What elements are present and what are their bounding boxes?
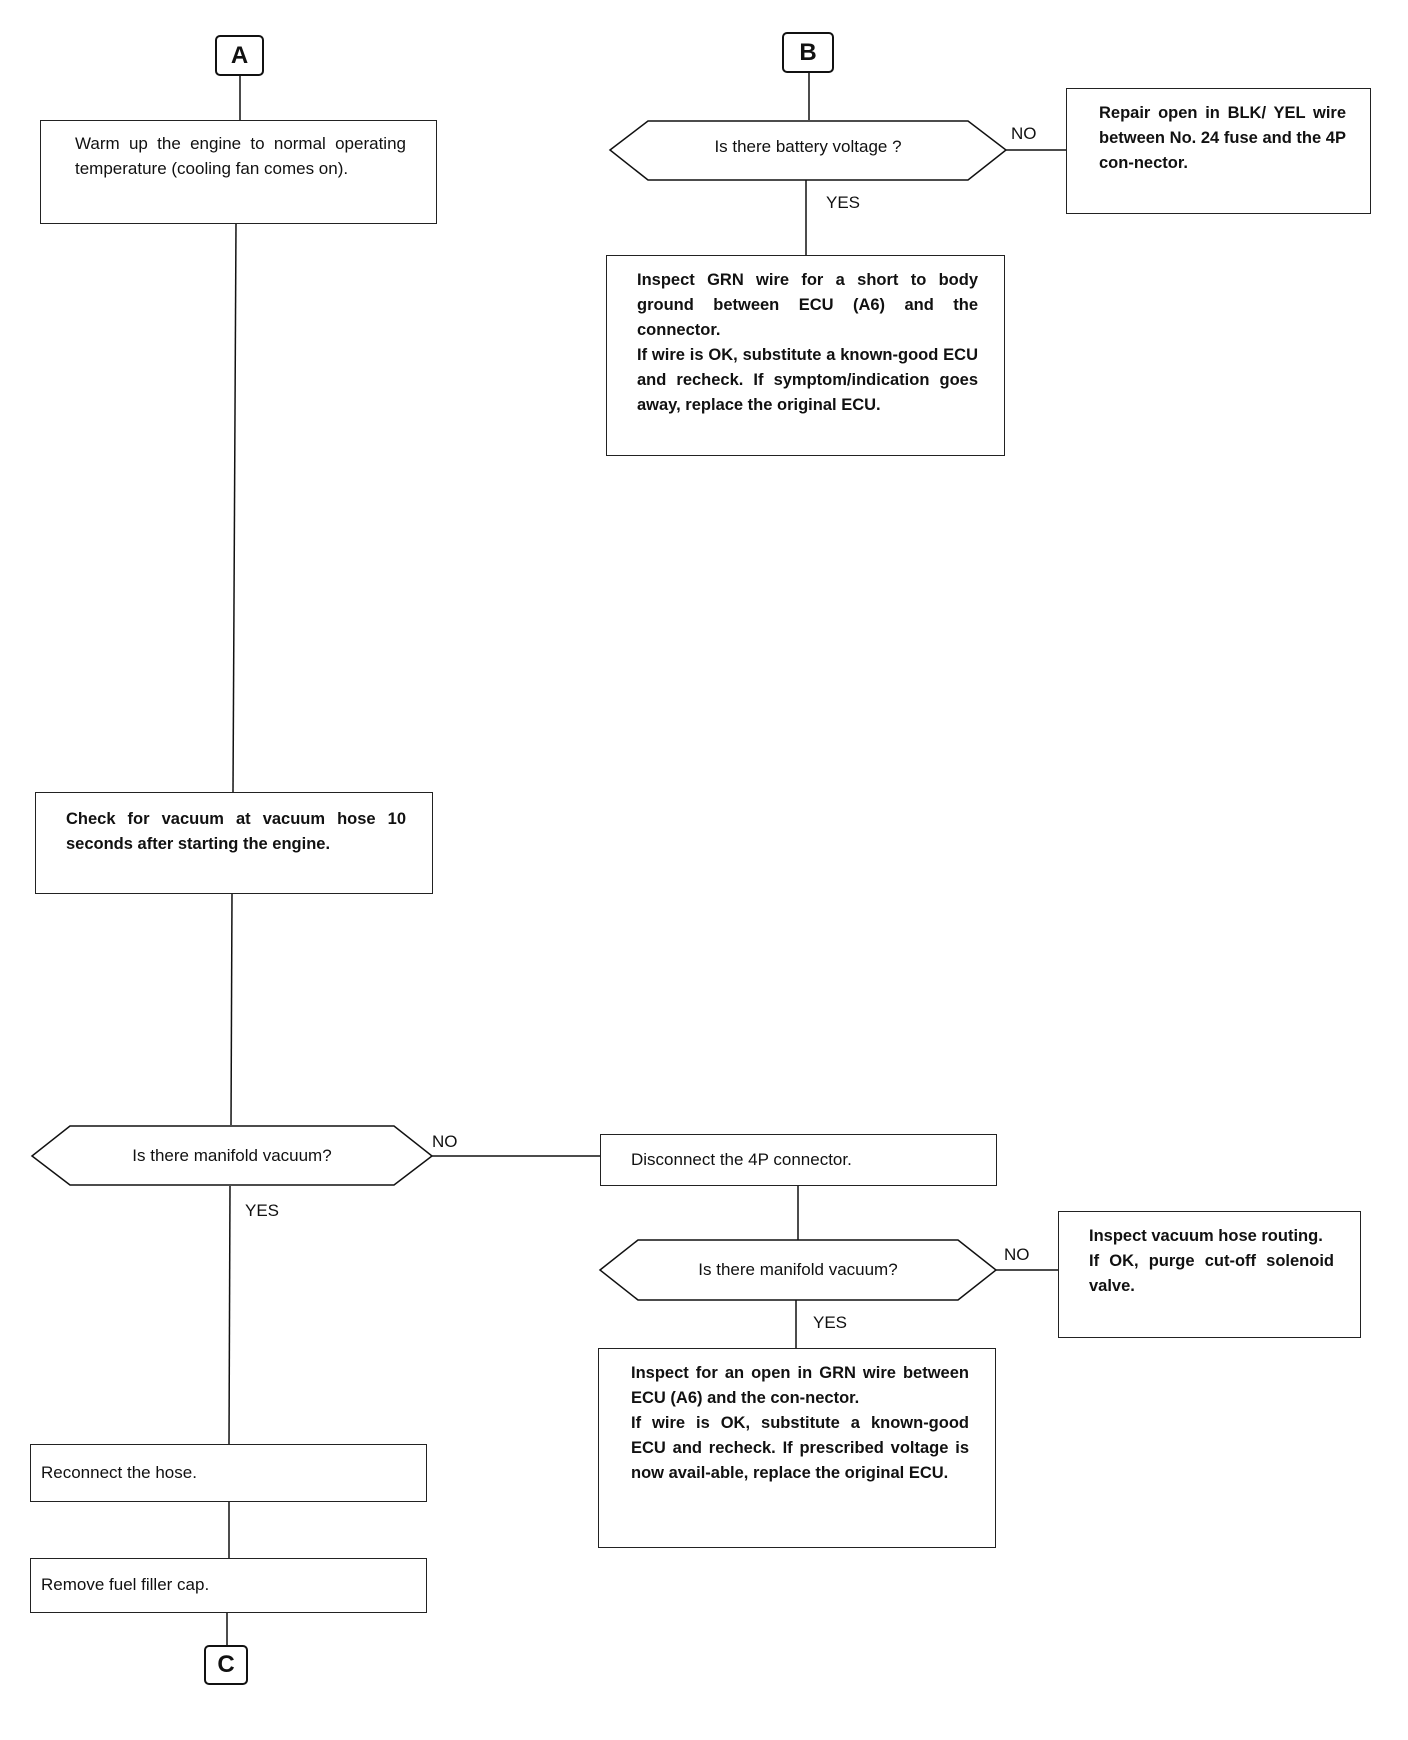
box-inspect-open: Inspect for an open in GRN wire between …	[598, 1348, 996, 1548]
label-manifold1-yes: YES	[245, 1201, 280, 1220]
label-manifold2-no: NO	[1004, 1245, 1030, 1264]
decision-manifold-vacuum-1: Is there manifold vacuum?	[132, 1146, 332, 1165]
box-repair-open-wire: Repair open in BLK/ YEL wire between No.…	[1066, 88, 1371, 214]
box-remove-fuel-filler-cap-text: Remove fuel filler cap.	[41, 1575, 210, 1594]
box-check-for-vacuum-text: Check for vacuum at vacuum hose 10 secon…	[66, 810, 406, 853]
box-inspect-short-text-1: Inspect GRN wire for a short to body gro…	[637, 271, 978, 339]
label-battery-no: NO	[1011, 124, 1037, 143]
box-inspect-hose-routing-text-2: If OK, purge cut-off solenoid valve.	[1089, 1252, 1334, 1295]
box-repair-open-wire-text: Repair open in BLK/ YEL wire between No.…	[1099, 104, 1346, 172]
connector-c: C	[204, 1645, 248, 1685]
box-disconnect-4p: Disconnect the 4P connector.	[600, 1134, 997, 1186]
line-decision-to-reconnect	[228, 1185, 231, 1445]
decision-battery-voltage-shape	[608, 120, 1008, 181]
connector-b: B	[782, 32, 834, 73]
box-inspect-open-text-2: If wire is OK, substitute a known-good E…	[631, 1414, 969, 1482]
box-check-for-vacuum: Check for vacuum at vacuum hose 10 secon…	[35, 792, 433, 894]
decision-manifold-vacuum-2: Is there manifold vacuum?	[698, 1260, 898, 1279]
box-inspect-open-text-1: Inspect for an open in GRN wire between …	[631, 1364, 969, 1407]
label-manifold1-no: NO	[432, 1132, 458, 1151]
box-warm-up-engine: Warm up the engine to normal operating t…	[40, 120, 437, 224]
box-reconnect-hose: Reconnect the hose.	[30, 1444, 427, 1502]
box-disconnect-4p-text: Disconnect the 4P connector.	[631, 1150, 852, 1169]
label-manifold2-yes: YES	[813, 1313, 848, 1332]
box-remove-fuel-filler-cap: Remove fuel filler cap.	[30, 1558, 427, 1613]
decision-battery-voltage: Is there battery voltage ?	[714, 137, 902, 156]
box-inspect-short-text-2: If wire is OK, substitute a known-good E…	[637, 346, 978, 414]
line-warmup-to-check	[232, 222, 237, 793]
label-battery-yes: YES	[826, 193, 861, 212]
box-inspect-hose-routing-text-1: Inspect vacuum hose routing.	[1089, 1227, 1323, 1245]
decision-manifold-vacuum-2-shape	[598, 1239, 998, 1301]
decision-manifold-vacuum-1-shape	[30, 1125, 434, 1186]
line-check-to-decision	[230, 892, 233, 1126]
box-warm-up-engine-text: Warm up the engine to normal operating t…	[75, 134, 406, 178]
connector-a: A	[215, 35, 264, 76]
box-inspect-hose-routing: Inspect vacuum hose routing. If OK, purg…	[1058, 1211, 1361, 1338]
box-inspect-short: Inspect GRN wire for a short to body gro…	[606, 255, 1005, 456]
box-reconnect-hose-text: Reconnect the hose.	[41, 1463, 197, 1482]
